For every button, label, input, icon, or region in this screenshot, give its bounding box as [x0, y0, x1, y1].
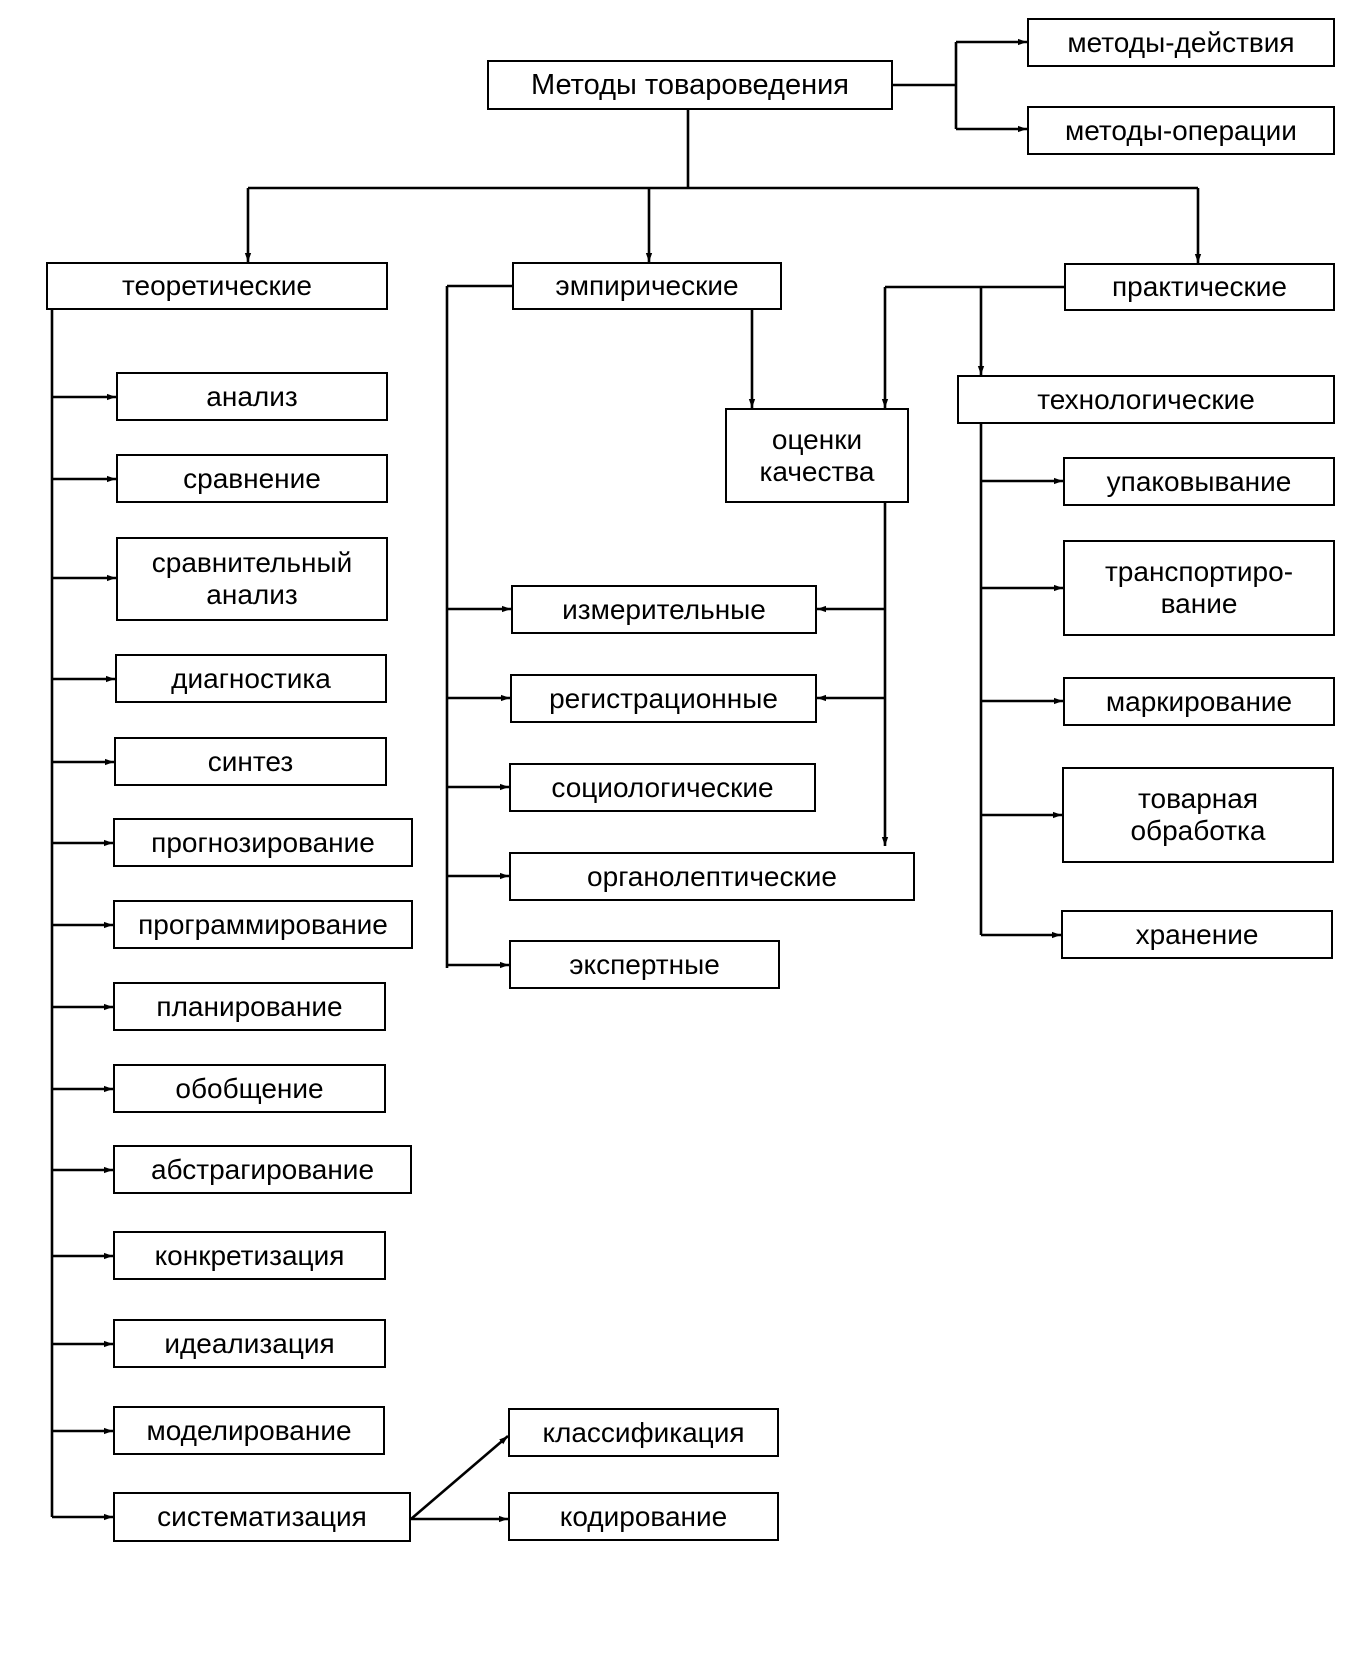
theoretical-item: обобщение [113, 1064, 386, 1113]
node-quality-assessment: оценки качества [725, 408, 909, 503]
node-methods-operations: методы-операции [1027, 106, 1335, 155]
item-label: планирование [156, 990, 343, 1022]
item-label: обобщение [175, 1072, 324, 1104]
category-label: теоретические [122, 270, 312, 301]
category-theoretical: теоретические [46, 262, 388, 310]
item-label: сравнение [183, 462, 321, 494]
item-label: конкретизация [154, 1239, 345, 1271]
theoretical-item: конкретизация [113, 1231, 386, 1280]
item-label: сравнительный анализ [151, 547, 353, 610]
item-label: прогнозирование [151, 826, 375, 858]
theoretical-item: абстрагирование [113, 1145, 412, 1194]
item-label: диагностика [171, 662, 331, 694]
item-label: оценки [771, 423, 863, 455]
item-label: обработка [1130, 815, 1266, 846]
item-label: маркирование [1105, 685, 1293, 717]
theoretical-item: анализ [116, 372, 388, 421]
item-label: транспортиро- [1104, 556, 1294, 587]
technological-item: упаковывание [1063, 457, 1335, 506]
root-label: Методы товароведения [530, 69, 849, 101]
item-label: упаковывание [1106, 465, 1292, 497]
item-label: программирование [138, 908, 388, 940]
item-label: регистрационные [549, 682, 778, 714]
theoretical-item: моделирование [113, 1406, 385, 1455]
empirical-item: измерительные [511, 585, 817, 634]
item-label: синтез [207, 745, 294, 777]
theoretical-item-systematization: систематизация [113, 1492, 411, 1542]
item-label: технологические [1037, 383, 1255, 415]
category-empirical: эмпирические [512, 262, 782, 310]
theoretical-item: планирование [113, 982, 386, 1031]
node-methods-actions: методы-действия [1027, 18, 1335, 67]
root-node: Методы товароведения [487, 60, 893, 110]
empirical-item: органолептические [509, 852, 915, 901]
theoretical-item: сравнение [116, 454, 388, 503]
item-label: хранение [1135, 918, 1259, 950]
node-coding: кодирование [508, 1492, 779, 1541]
item-label: экспертные [569, 948, 720, 980]
item-label: систематизация [157, 1501, 367, 1532]
item-label: социологические [551, 771, 774, 803]
theoretical-item: идеализация [113, 1319, 386, 1368]
theoretical-item: сравнительный анализ [116, 537, 388, 621]
theoretical-item: прогнозирование [113, 818, 413, 867]
node-label: методы-операции [1065, 114, 1297, 146]
empirical-item: социологические [509, 763, 816, 812]
technological-item: хранение [1061, 910, 1333, 959]
item-label: качества [759, 455, 875, 487]
item-label: идеализация [164, 1327, 335, 1359]
item-label: классификация [542, 1416, 745, 1448]
item-label: органолептические [587, 860, 837, 892]
node-technological: технологические [957, 375, 1335, 424]
item-label: вание [1160, 588, 1238, 619]
empirical-item: регистрационные [510, 674, 817, 723]
item-label: измерительные [562, 593, 766, 625]
technological-item: товарная обработка [1062, 767, 1334, 863]
technological-item: маркирование [1063, 677, 1335, 726]
category-label: эмпирические [555, 270, 739, 301]
category-label: практические [1112, 271, 1287, 302]
item-label: товарная [1138, 783, 1258, 814]
item-label: моделирование [146, 1414, 352, 1446]
theoretical-item: диагностика [115, 654, 387, 703]
node-label: методы-действия [1067, 26, 1295, 58]
item-label: анализ [206, 380, 298, 412]
category-practical: практические [1064, 263, 1335, 311]
connector-arrow [410, 1435, 509, 1520]
item-label: кодирование [559, 1500, 728, 1532]
empirical-item: экспертные [509, 940, 780, 989]
item-label: абстрагирование [150, 1153, 375, 1185]
node-classification: классификация [508, 1408, 779, 1457]
theoretical-item: программирование [113, 900, 413, 949]
technological-item: транспортиро- вание [1063, 540, 1335, 636]
theoretical-item: синтез [114, 737, 387, 786]
